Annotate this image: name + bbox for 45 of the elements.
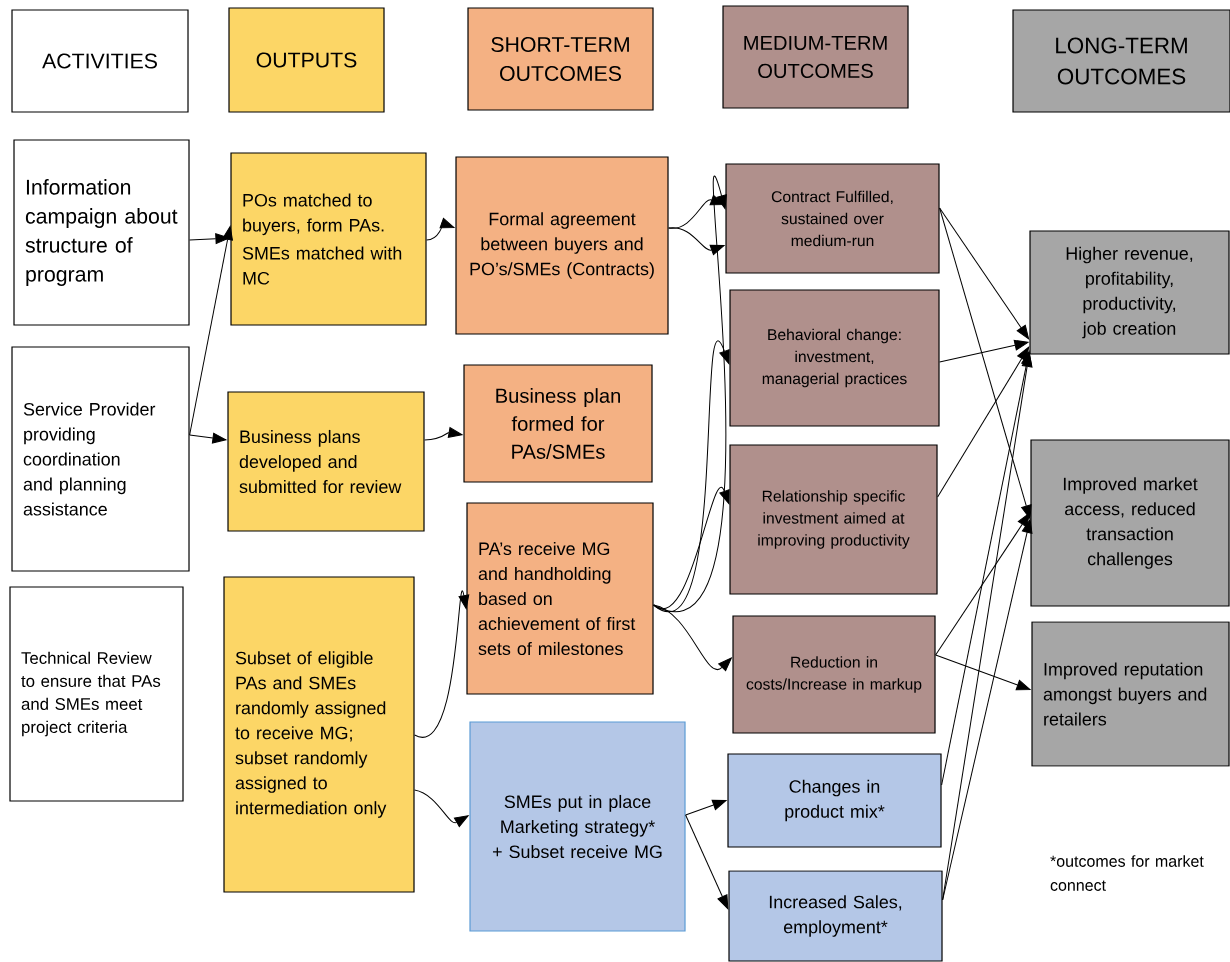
arrow: [941, 350, 1032, 786]
arrow: [424, 427, 463, 441]
column-header: MEDIUM-TERM OUTCOMES: [722, 5, 909, 109]
outcome-box: Behavioral change: investment, managerial practices: [729, 289, 940, 427]
arrow: [668, 227, 725, 256]
outcome-box: Increased Sales, employment*: [728, 870, 943, 962]
output-box: Business plans developed and submitted for review: [227, 391, 425, 532]
outcome-box: Reduction in costs/Increase in markup: [732, 615, 936, 734]
output-box: POs matched to buyers, form PAs. SMEs matched with MC: [230, 152, 427, 326]
arrow: [942, 352, 1033, 901]
outcome-box: PA’s receive MG and handholding based on achievement of first sets of milestones: [466, 502, 654, 695]
column-header: SHORT-TERM OUTCOMES: [467, 7, 654, 111]
arrow: [414, 590, 470, 738]
arrow: [939, 339, 1029, 363]
arrow: [653, 604, 732, 672]
arrow: [685, 799, 727, 816]
arrow: [426, 217, 455, 241]
arrow: [935, 654, 1031, 691]
arrow: [685, 814, 729, 910]
column-header: OUTPUTS: [228, 7, 385, 113]
arrow: [939, 207, 1032, 520]
outcome-box: Contract Fulfilled, sustained over medium-run: [725, 163, 940, 274]
note: *outcomes for market connect: [1050, 855, 1204, 891]
outcome-box: Improved reputation amongst buyers and retailers: [1031, 621, 1230, 767]
arrow: [189, 432, 227, 444]
arrow: [653, 486, 730, 610]
outcome-box: Formal agreement between buyers and PO’s/SMEs (Contracts): [455, 156, 669, 335]
outcome-box: Changes in product mix*: [727, 753, 942, 848]
arrow: [937, 346, 1030, 498]
outcome-box: SMEs put in place Marketing strategy* + Subset receive MG: [469, 721, 686, 932]
outcome-box: Higher revenue, profitability, productivity, job creation: [1029, 230, 1230, 355]
output-box: Subset of eligible PAs and SMEs randomly assigned to receive MG; subset randomly assigned to intermediation only: [223, 576, 415, 893]
column-header: LONG-TERM OUTCOMES: [1012, 9, 1230, 113]
activity-box: Service Provider providing coordination and planning assistance: [11, 346, 190, 572]
outcome-box: Improved market access, reduced transaction challenges: [1030, 439, 1230, 607]
arrow: [942, 518, 1033, 901]
activity-box: Technical Review to ensure that PAs and SMEs meet project criteria: [9, 586, 184, 802]
activity-box: Information campaign about structure of program: [13, 139, 190, 326]
arrow: [189, 225, 233, 436]
outcome-box: Relationship specific investment aimed at improving productivity: [729, 444, 938, 595]
column-header: ACTIVITIES: [11, 9, 189, 113]
arrow: [414, 789, 469, 827]
arrow: [935, 512, 1031, 656]
outcome-box: Business plan formed for PAs/SMEs: [463, 364, 653, 483]
arrow: [939, 207, 1030, 340]
